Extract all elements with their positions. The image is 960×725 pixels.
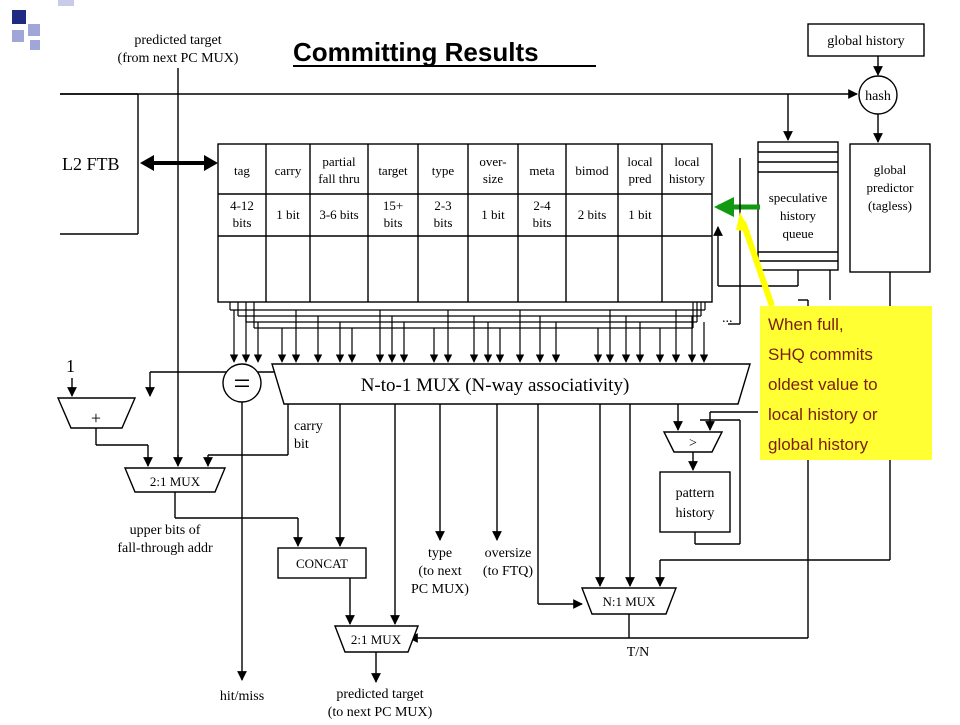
predicted-target-bottom-label-1: predicted target xyxy=(336,687,423,702)
logo-tab xyxy=(58,0,74,6)
ftb-header-cell: tag xyxy=(234,163,250,178)
predicted-target-top-label-1: predicted target xyxy=(134,33,221,48)
adder xyxy=(56,397,137,429)
equals-label: = xyxy=(234,367,251,400)
concat-label: CONCAT xyxy=(296,556,348,571)
mux-2to1-bottom xyxy=(333,625,420,653)
ftb-size-cell: 1 bit xyxy=(628,207,652,222)
ftb-size-cell: 1 bit xyxy=(276,207,300,222)
page-title: Committing Results xyxy=(293,37,539,67)
ftb-size-cell: bits xyxy=(533,215,552,230)
annotation-line-2: SHQ commits xyxy=(768,345,873,364)
ftb-size-cell: 2 bits xyxy=(578,207,607,222)
ftb-size-cell: 2-3 xyxy=(434,198,451,213)
ftb-header-cell: size xyxy=(483,171,503,186)
annotation-line-1: When full, xyxy=(768,315,844,334)
ftb-header-cell: target xyxy=(378,163,408,178)
ftb-size-cell: 2-4 xyxy=(533,198,551,213)
pattern-history-label-1: pattern xyxy=(676,486,715,501)
main-mux xyxy=(271,363,751,405)
concat-box xyxy=(277,547,367,579)
annotation-box xyxy=(760,306,932,460)
adder-plus-label: + xyxy=(91,408,101,428)
ftb-header-cell: fall thru xyxy=(318,171,360,186)
ftb-header-cell: over- xyxy=(479,154,506,169)
annotation-line-4: local history or xyxy=(768,405,878,424)
global-predictor-label-2: predictor xyxy=(867,180,915,195)
ftb-size-cell: 1 bit xyxy=(481,207,505,222)
oversize-out-label-2: (to FTQ) xyxy=(483,564,534,579)
global-predictor-label-1: global xyxy=(874,162,907,177)
comparator xyxy=(662,431,724,453)
global-predictor-label-3: (tagless) xyxy=(868,198,912,213)
ftb-size-cell: bits xyxy=(384,215,403,230)
oversize-out-label-1: oversize xyxy=(485,546,532,561)
mux-2to1-top-label: 2:1 MUX xyxy=(150,474,201,489)
n1-mux xyxy=(580,587,678,615)
ftb-header-cell: pred xyxy=(628,171,652,186)
constant-one-label: 1 xyxy=(66,356,75,376)
table-to-mux-bus xyxy=(229,302,709,363)
ftb-header-cell: meta xyxy=(529,163,554,178)
annotation-pointer xyxy=(740,221,775,307)
annotation-pointer-head xyxy=(736,212,750,232)
ftb-header-cell: local xyxy=(674,154,700,169)
ftb-size-cell: bits xyxy=(233,215,252,230)
ftb-header-cell: partial xyxy=(322,154,356,169)
ftb-header-cell: carry xyxy=(275,163,302,178)
tn-label: T/N xyxy=(627,645,650,660)
carry-bit-label-1: carry xyxy=(294,419,323,434)
type-out-label-2: (to next xyxy=(418,564,461,579)
shq-label-3: queue xyxy=(782,226,813,241)
pattern-history-box xyxy=(659,471,731,533)
l2-ftb-label: L2 FTB xyxy=(62,154,120,174)
global-history-label: global history xyxy=(827,34,904,49)
global-predictor-box xyxy=(849,143,931,273)
ftb-header-cell: type xyxy=(432,163,455,178)
ftb-table-frame xyxy=(217,143,713,303)
annotation-line-3: oldest value to xyxy=(768,375,878,394)
type-out-label-1: type xyxy=(428,546,452,561)
main-mux-label: N-to-1 MUX (N-way associativity) xyxy=(361,375,630,396)
mux-2to1-bottom-label: 2:1 MUX xyxy=(351,632,402,647)
annotation-line-5: global history xyxy=(768,435,869,454)
l2-ftb-double-arrow xyxy=(140,155,218,171)
mux-2to1-top xyxy=(123,467,227,493)
hit-miss-label: hit/miss xyxy=(220,689,264,704)
ftb-header-cell: history xyxy=(669,171,706,186)
carry-bit-label-2: bit xyxy=(294,437,309,452)
comparator-label: > xyxy=(689,436,697,451)
hash-label: hash xyxy=(865,89,891,104)
ellipsis-label: ... xyxy=(722,311,733,326)
ftb-table: tag carry partial fall thru target type over-s… xyxy=(217,143,713,303)
ftb-size-cell: 15+ xyxy=(383,198,403,213)
predicted-target-top-label-2: (from next PC MUX) xyxy=(118,51,239,66)
logo-squares-icon xyxy=(12,10,40,50)
shq-label-2: history xyxy=(780,208,817,223)
upper-bits-label-1: upper bits of xyxy=(130,523,201,538)
predicted-target-bottom-label-2: (to next PC MUX) xyxy=(328,705,433,720)
ftb-size-cell: 4-12 xyxy=(230,198,254,213)
shq-label-1: speculative xyxy=(769,190,828,205)
global-history-box xyxy=(807,23,925,57)
ftb-size-cell: 3-6 bits xyxy=(319,207,358,222)
pattern-history-label-2: history xyxy=(676,506,715,521)
type-out-label-3: PC MUX) xyxy=(411,582,469,597)
shq-box xyxy=(757,141,839,271)
n1-mux-label: N:1 MUX xyxy=(602,594,656,609)
upper-bits-label-2: fall-through addr xyxy=(117,541,213,556)
ftb-header-cell: bimod xyxy=(575,163,609,178)
ftb-size-cell: bits xyxy=(434,215,453,230)
ftb-header-cell: local xyxy=(627,154,653,169)
